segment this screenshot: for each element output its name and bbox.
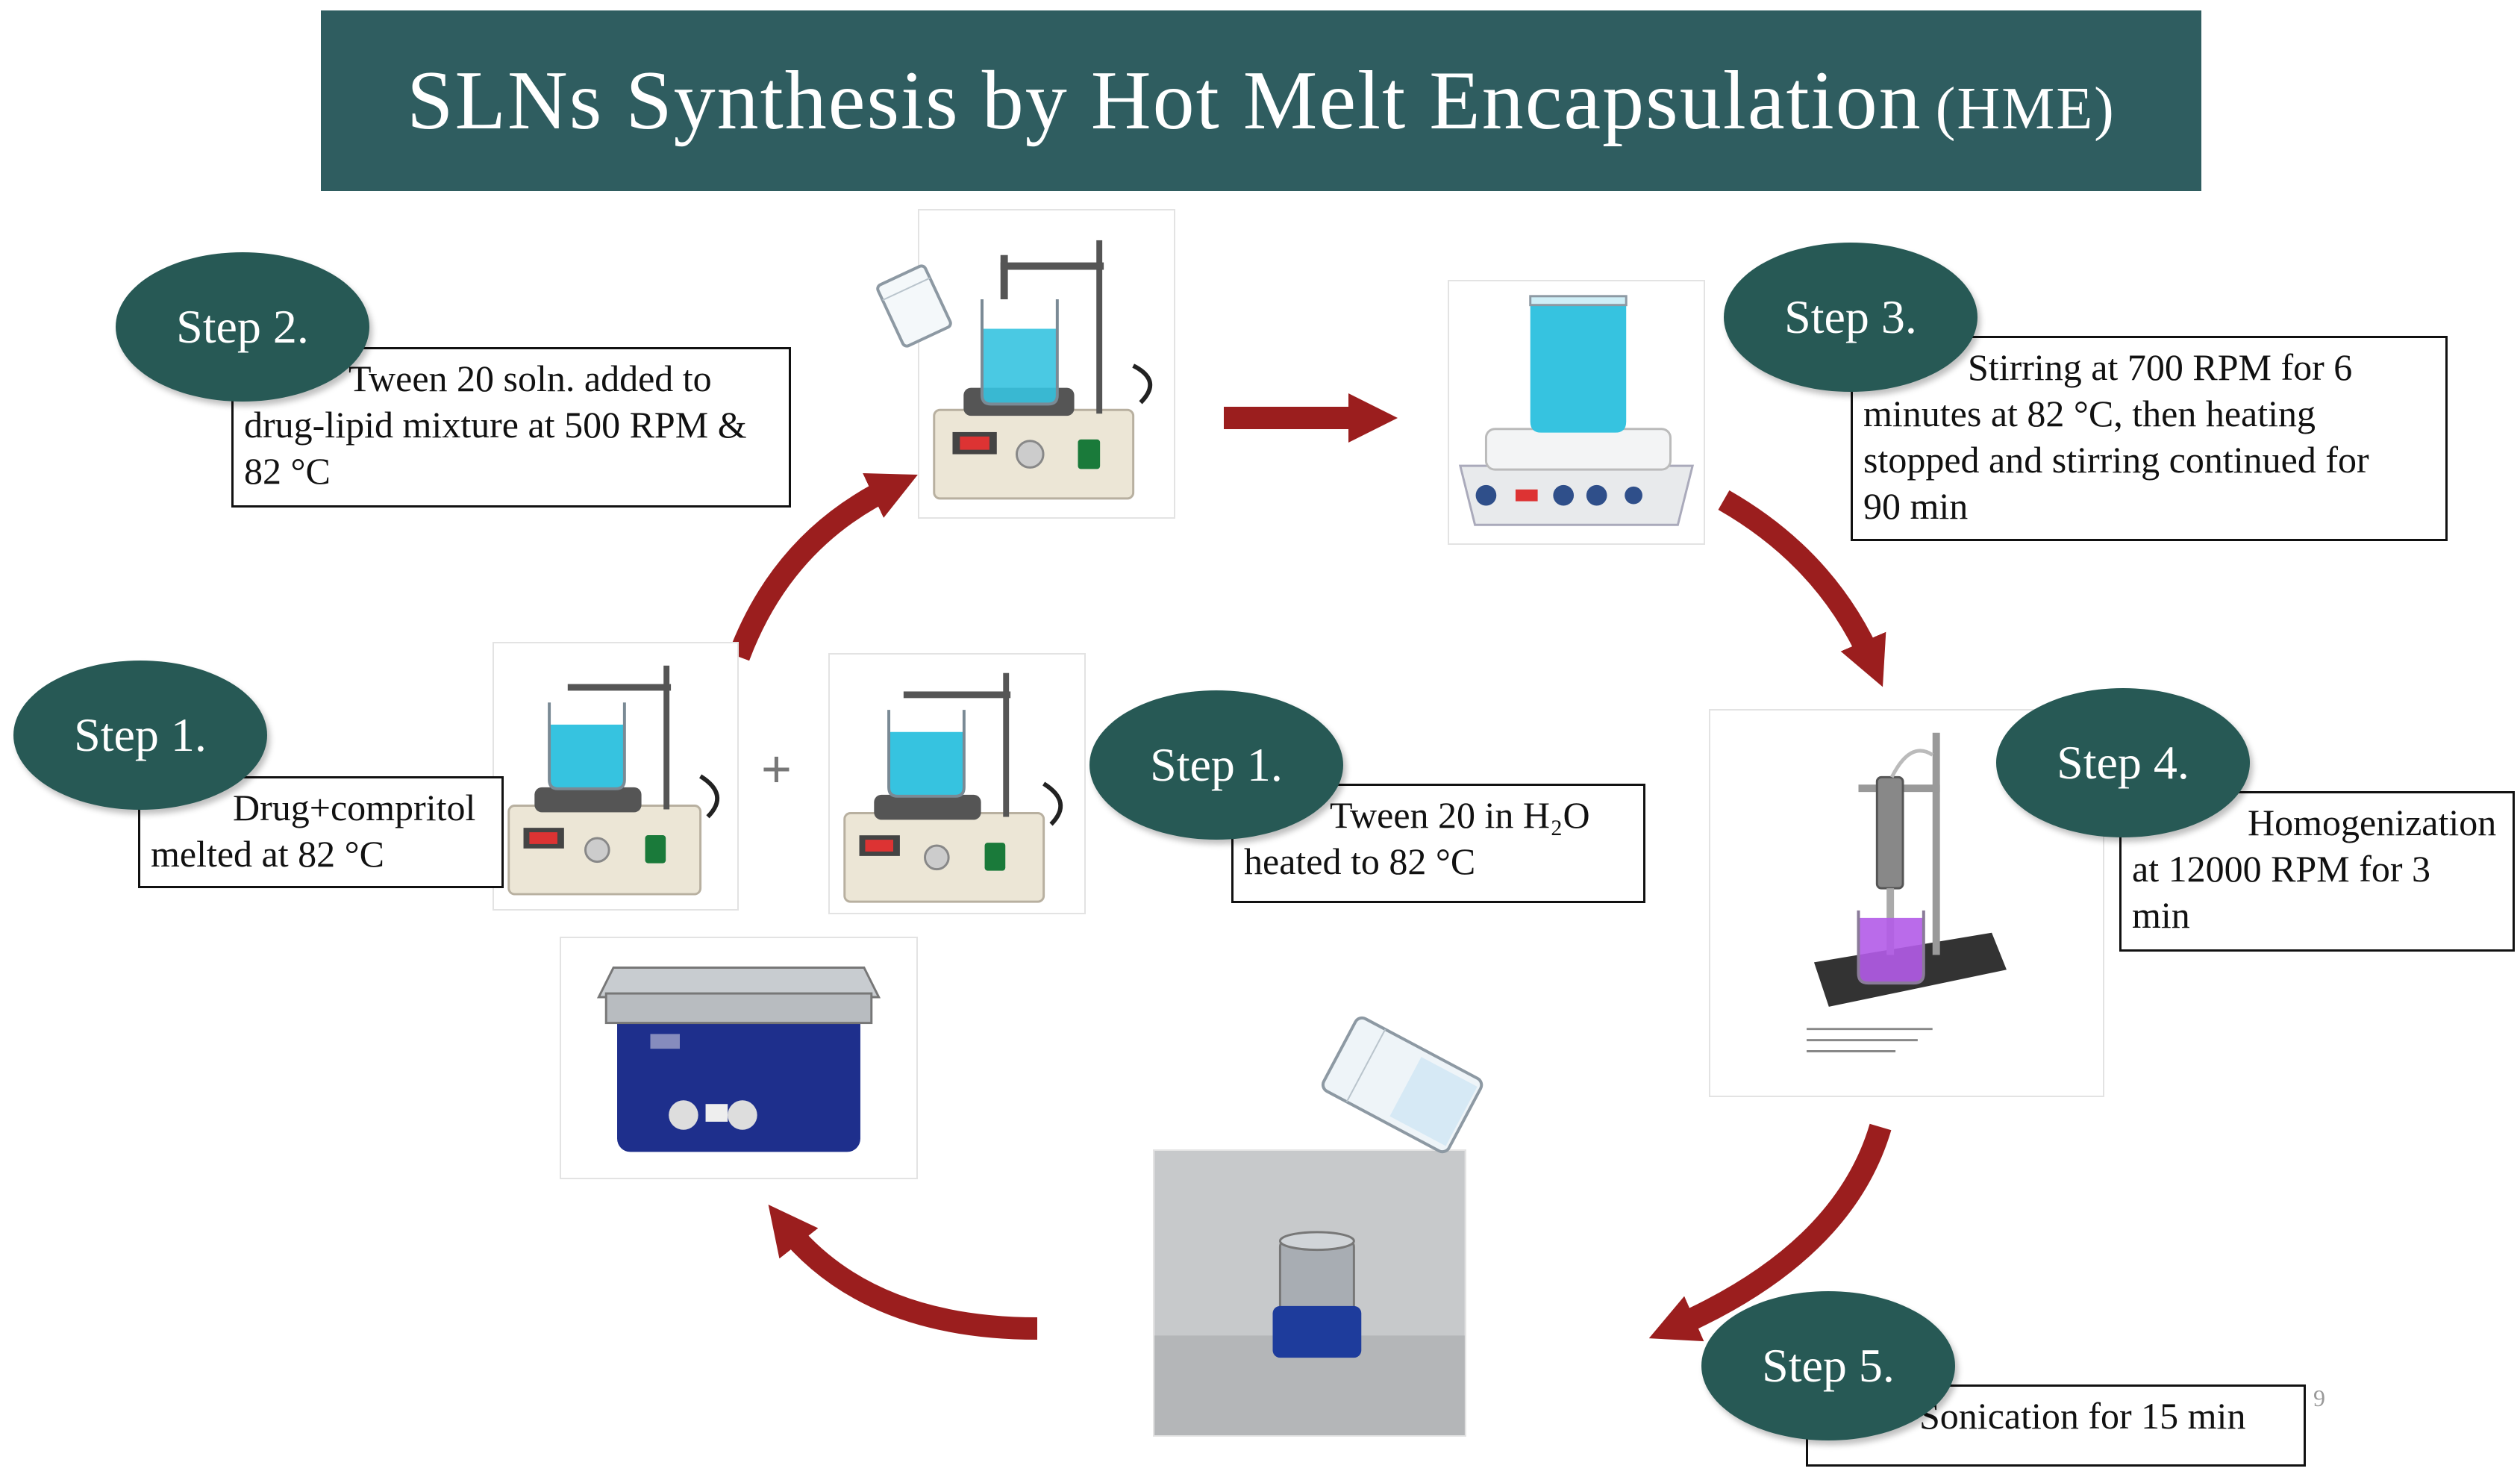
step4-line2: at 12000 RPM for 3: [2132, 848, 2430, 890]
step1b-hotplate-photo: [828, 653, 1086, 914]
step3-oval: Step 3.: [1724, 243, 1977, 392]
step2-line1: Tween 20 soln. added to: [348, 358, 712, 399]
step4-oval: Step 4.: [1996, 688, 2250, 837]
step2-label: Step 2.: [176, 300, 309, 353]
step3-description: Stirring at 700 RPM for 6 minutes at 82 …: [1851, 336, 2448, 541]
step3-label: Step 3.: [1784, 290, 1917, 343]
pouring-beaker-icon: [876, 264, 952, 348]
step1a-oval: Step 1.: [13, 661, 267, 810]
title-main: SLNs Synthesis by Hot Melt Encapsulation: [407, 54, 1922, 147]
hotplate-stirrer-icon: [843, 672, 1063, 903]
hotplate-stirrer-icon: [933, 240, 1153, 500]
step2-line2: drug-lipid mixture at 500 RPM &: [244, 404, 747, 446]
step5-oval: Step 5.: [1701, 1291, 1955, 1440]
step3-stirrer-photo: [1448, 280, 1705, 545]
step3-line3: stopped and stirring continued for: [1863, 439, 2369, 481]
diagram-title: SLNs Synthesis by Hot Melt Encapsulation…: [407, 53, 2116, 149]
step5-sonicator-photo: [1153, 1149, 1466, 1437]
step4-label: Step 4.: [2057, 736, 2189, 789]
magnetic-stirrer-icon: [1458, 295, 1695, 526]
step1b-label: Step 1.: [1150, 738, 1283, 791]
step2-line3: 82 °C: [244, 450, 331, 492]
step2-hotplate-photo: [918, 209, 1175, 519]
step1a-line2: melted at 82 °C: [151, 833, 384, 875]
step3-line2: minutes at 82 °C, then heating: [1863, 393, 2316, 434]
arrow-step1-to-step2: [728, 473, 918, 661]
plus-sign: +: [761, 740, 792, 798]
step5-line1: Sonication for 15 min: [1919, 1395, 2246, 1437]
step1a-description: Drug+compritol melted at 82 °C: [138, 776, 504, 888]
step1a-hotplate-photo: [493, 642, 739, 911]
step1a-line1: Drug+compritol: [233, 787, 476, 828]
hotplate-stirrer-icon: [507, 665, 720, 896]
step3-line4: 90 min: [1863, 485, 1969, 527]
step5-label: Step 5.: [1762, 1339, 1895, 1392]
step4-line3: min: [2132, 894, 2190, 936]
step1b-line1: Tween 20 in H₂O: [1330, 794, 1590, 836]
sonicator-icon: [1154, 1151, 1465, 1435]
page-mark: 9: [2313, 1384, 2325, 1411]
step4-line1: Homogenization: [2248, 802, 2497, 843]
step3-line1: Stirring at 700 RPM for 6: [1968, 346, 2353, 388]
arrow-step4-to-step5: [1648, 1123, 1892, 1342]
pouring-beaker-step2: [873, 261, 955, 351]
step1b-line2: heated to 82 °C: [1244, 840, 1476, 882]
arrow-step3-to-step4: [1718, 490, 1886, 687]
step2-description: Tween 20 soln. added to drug-lipid mixtu…: [231, 347, 791, 508]
step4-description: Homogenization at 12000 RPM for 3 min: [2119, 791, 2515, 952]
ultrasonic-bath-photo: [560, 937, 918, 1179]
title-suffix: (HME): [1935, 75, 2116, 142]
arrow-step5-to-bath: [768, 1205, 1038, 1340]
ultrasonic-bath-icon: [596, 967, 881, 1152]
homogenizer-icon: [1807, 732, 2007, 1052]
step1a-label: Step 1.: [74, 708, 207, 761]
step1b-oval: Step 1.: [1089, 690, 1343, 840]
pouring-beaker-step5: [1284, 1004, 1507, 1176]
beaker-icon: [1321, 1016, 1483, 1154]
title-banner: SLNs Synthesis by Hot Melt Encapsulation…: [321, 10, 2201, 191]
step2-oval: Step 2.: [116, 252, 369, 402]
